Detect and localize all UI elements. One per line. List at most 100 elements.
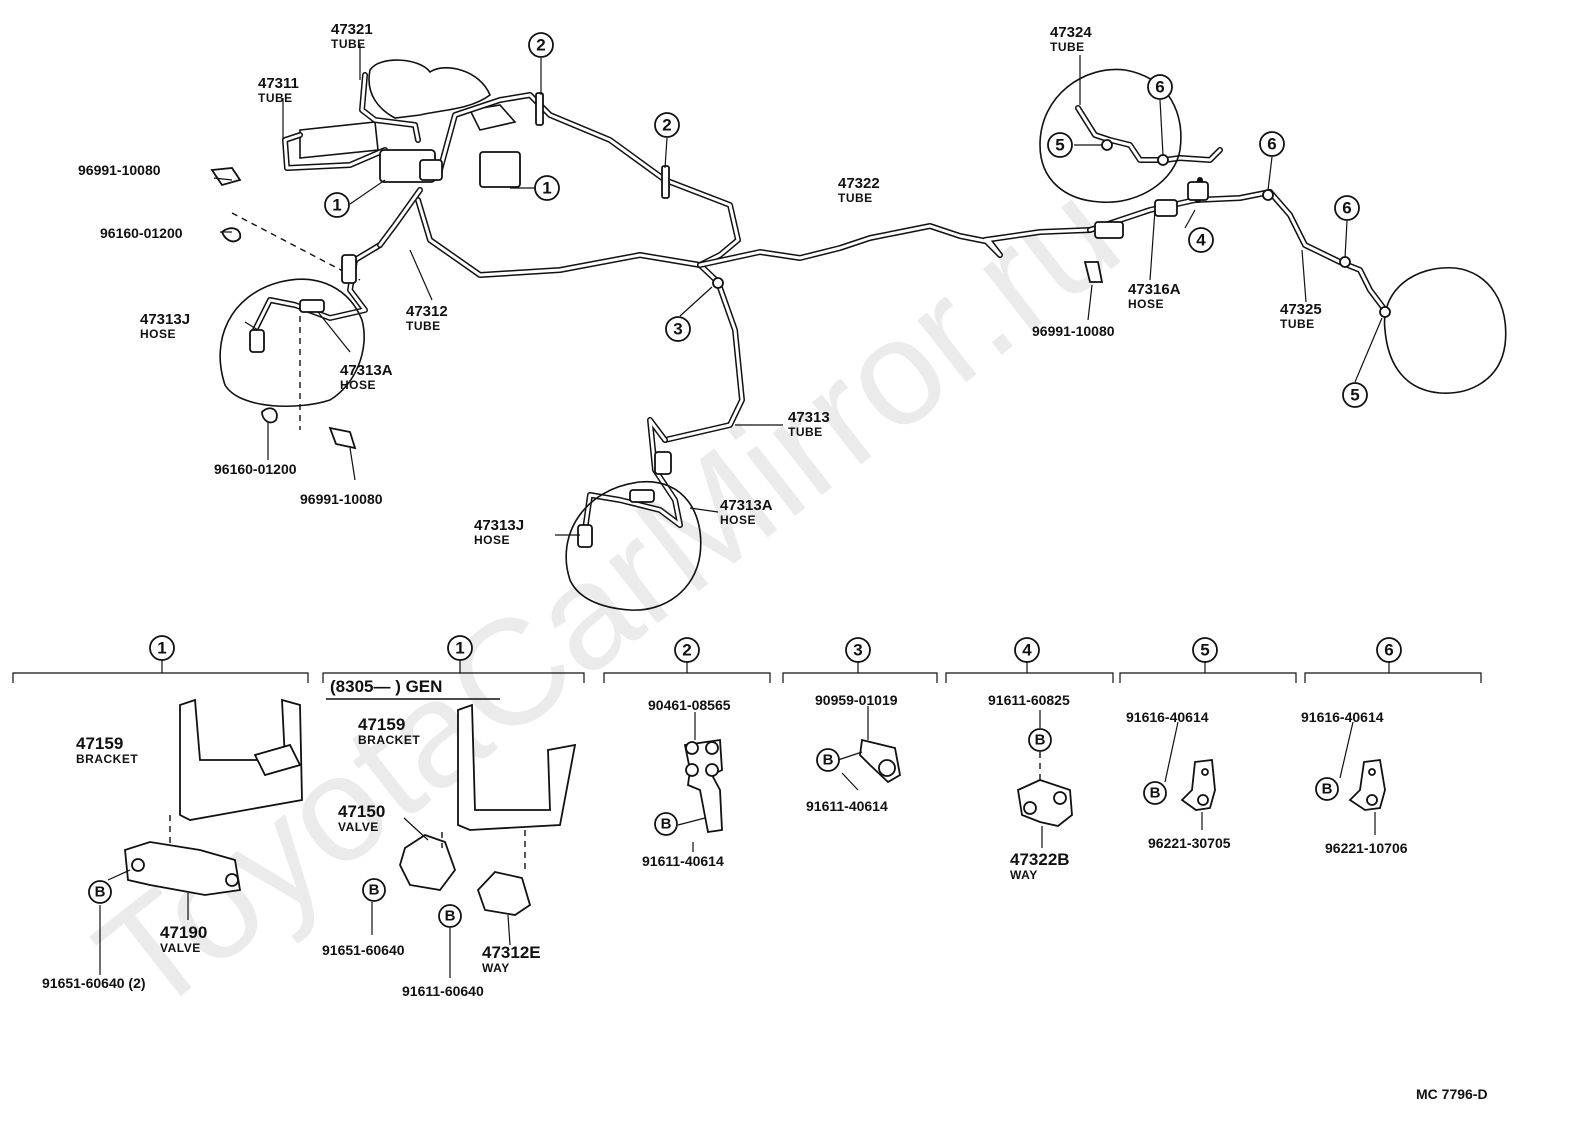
callout-6-mid: 6	[1259, 131, 1285, 157]
clamp-2b	[661, 165, 670, 199]
part-47325-number: 47325	[1280, 301, 1322, 318]
part-47312-type: TUBE	[406, 319, 441, 333]
svg-text:6: 6	[1155, 78, 1164, 97]
part-47325-type: TUBE	[1280, 317, 1315, 331]
clip-96160-label-1: 96160-01200	[100, 225, 183, 241]
part-47313A-a-type: HOSE	[340, 378, 376, 392]
d1b-way-number: 47312E	[482, 943, 541, 962]
d1b-valve-type: VALVE	[338, 820, 379, 834]
d2-bottom-label: 91611-40614	[642, 853, 724, 869]
d3-top-label: 90959-01019	[815, 692, 898, 708]
svg-text:B: B	[1322, 781, 1333, 798]
d2-drawing	[677, 712, 723, 852]
svg-text:5: 5	[1350, 386, 1359, 405]
clip-96991-label-1: 96991-10080	[78, 162, 161, 178]
hose-fittings-rear	[1094, 181, 1209, 239]
d4-drawing	[1017, 710, 1073, 848]
master-cylinder-body	[299, 121, 379, 159]
d5-bolt-mark: B	[1143, 781, 1167, 805]
detail-callout-5: 5	[1192, 637, 1218, 663]
callout-6-right: 6	[1334, 195, 1360, 221]
hose-fittings-front-left	[249, 254, 357, 353]
dash-leader-1	[231, 212, 361, 281]
d2-bolt-mark: B	[654, 812, 678, 836]
hose-fittings-front-right	[577, 451, 672, 548]
clip-icon-2	[220, 227, 242, 243]
d3-bolt-mark: B	[816, 748, 840, 772]
clip-icon-1	[210, 167, 242, 187]
d1b-bolt-mark-2: B	[438, 904, 462, 928]
part-47316A-number: 47316A	[1128, 281, 1181, 298]
svg-text:B: B	[369, 882, 380, 899]
clip-icon-3	[261, 407, 278, 424]
detail-callout-6: 6	[1376, 637, 1402, 663]
d6-drawing	[1339, 721, 1386, 835]
part-47321-type: TUBE	[331, 37, 366, 51]
callout-6-left: 6	[1147, 74, 1173, 100]
d4-bolt-mark: B	[1028, 728, 1052, 752]
part-47322-type: TUBE	[838, 191, 873, 205]
d3-drawing	[837, 706, 902, 791]
callout-4: 4	[1188, 227, 1214, 253]
d1b-header: (8305— ) GEN	[330, 677, 442, 696]
part-47313-number: 47313	[788, 409, 830, 426]
d1b-bracket-type: BRACKET	[358, 733, 420, 747]
part-47313A-b-type: HOSE	[720, 513, 756, 527]
callout-leaders	[213, 45, 1383, 536]
detail-1-drawing	[99, 698, 303, 975]
d5-top-label: 91616-40614	[1126, 709, 1209, 725]
svg-text:1: 1	[542, 179, 551, 198]
svg-text:4: 4	[1022, 641, 1032, 660]
svg-text:6: 6	[1342, 199, 1351, 218]
d4-way-number: 47322B	[1010, 850, 1070, 869]
svg-text:B: B	[823, 752, 834, 769]
part-47312-number: 47312	[406, 303, 448, 320]
callout-5-left: 5	[1047, 132, 1073, 158]
d1-bracket-type: BRACKET	[76, 752, 138, 766]
d1b-way-type: WAY	[482, 961, 510, 975]
part-47311-type: TUBE	[258, 91, 293, 105]
svg-text:3: 3	[853, 641, 862, 660]
callout-1-left: 1	[324, 192, 350, 218]
front-right-backing-plate	[565, 481, 702, 611]
part-47313J-b-number: 47313J	[474, 517, 524, 534]
detail-callout-1-gen: 1	[447, 635, 473, 661]
d2-top-label: 90461-08565	[648, 697, 731, 713]
d4-top-label: 91611-60825	[988, 692, 1070, 708]
part-47324-type: TUBE	[1050, 40, 1085, 54]
d1b-bolt2-label: 91611-60640	[402, 983, 484, 999]
d1-bolt-mark: B	[88, 880, 112, 904]
rear-right-drum	[1383, 267, 1507, 394]
svg-text:1: 1	[332, 196, 341, 215]
d1b-valve-number: 47150	[338, 802, 385, 821]
drawing-code: MC 7796-D	[1416, 1086, 1488, 1102]
valve-fitting	[419, 159, 443, 181]
part-47322-number: 47322	[838, 175, 880, 192]
callout-2-top: 2	[528, 32, 554, 58]
d1b-bolt-label: 91651-60640	[322, 942, 405, 958]
clip-icon-4	[328, 426, 357, 450]
svg-text:2: 2	[682, 641, 691, 660]
svg-text:B: B	[661, 816, 672, 833]
svg-text:2: 2	[536, 36, 545, 55]
svg-text:6: 6	[1267, 135, 1276, 154]
d6-bolt-mark: B	[1315, 777, 1339, 801]
svg-text:6: 6	[1384, 641, 1393, 660]
d1b-drawing	[371, 703, 577, 978]
master-cylinder-outline	[368, 59, 491, 119]
detail-span-lines	[12, 660, 1482, 683]
callout-1-right: 1	[534, 175, 560, 201]
d5-bottom-label: 96221-30705	[1148, 835, 1231, 851]
front-left-backing-plate	[219, 278, 365, 408]
part-47313A-a-number: 47313A	[340, 362, 393, 379]
valve-bracket-small	[479, 151, 521, 188]
d5-drawing	[1164, 721, 1216, 830]
clip-96991-label-3: 96991-10080	[1032, 323, 1115, 339]
svg-text:3: 3	[673, 320, 682, 339]
callout-2-mid: 2	[654, 112, 680, 138]
booster-stub	[468, 104, 517, 131]
part-47313J-b-type: HOSE	[474, 533, 510, 547]
detail-callout-4: 4	[1014, 637, 1040, 663]
part-47311-number: 47311	[258, 75, 299, 92]
